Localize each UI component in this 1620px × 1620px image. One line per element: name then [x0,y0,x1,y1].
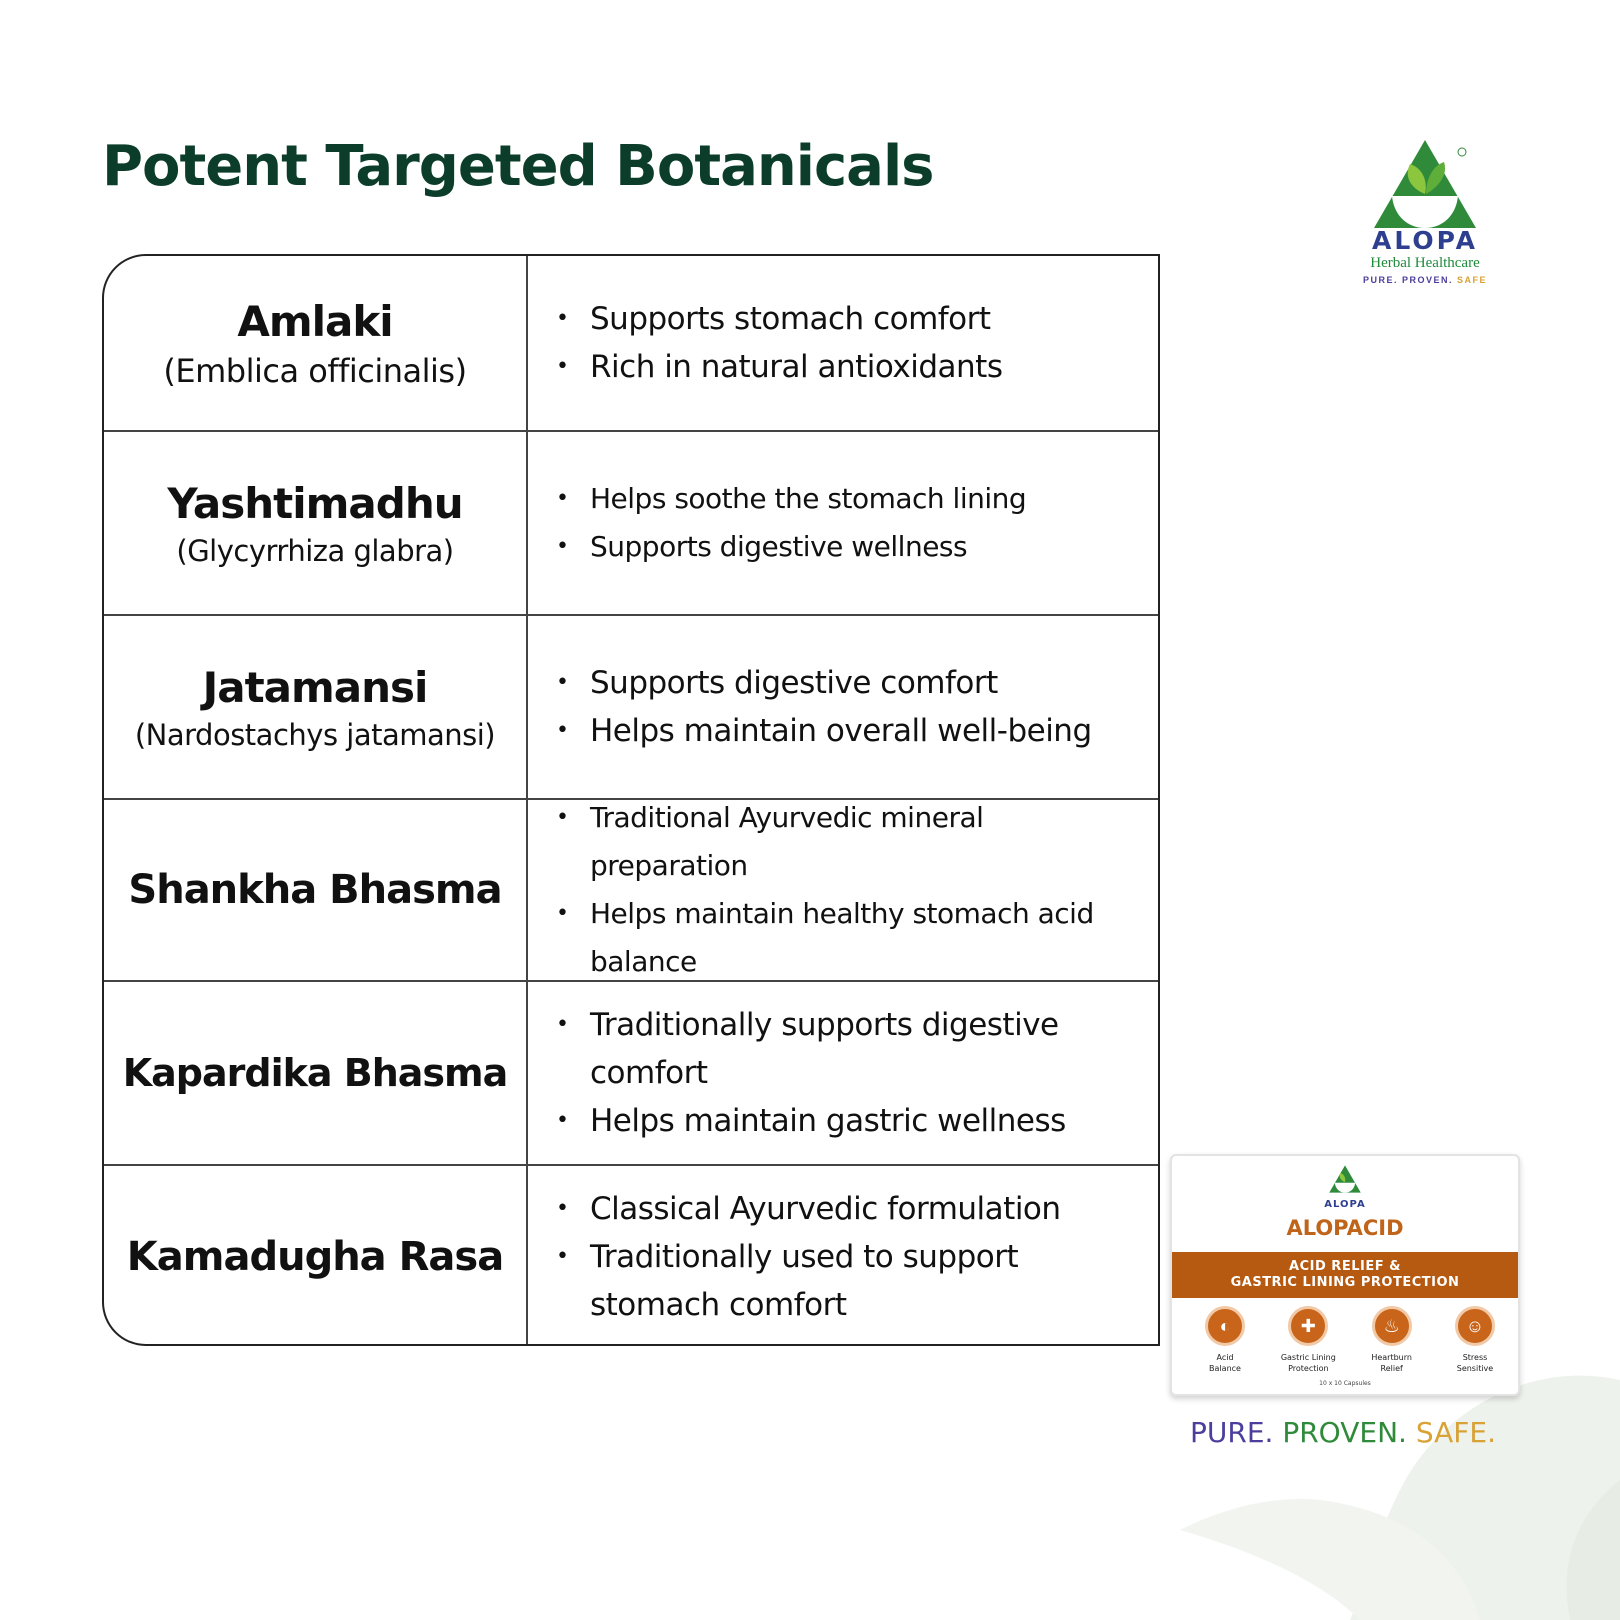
bullet-icon: • [556,534,569,559]
benefit-item: •Traditional Ayurvedic mineral preparati… [556,794,1138,890]
bullet-icon: • [556,306,569,331]
product-logo: ALOPA [1172,1164,1518,1210]
product-band: ACID RELIEF & GASTRIC LINING PROTECTION [1172,1252,1518,1298]
benefit-item: •Helps maintain healthy stomach acid bal… [556,890,1138,986]
product-brand: ALOPA [1324,1199,1366,1210]
alopa-logo-icon [1329,1165,1361,1193]
benefits-cell: •Supports digestive comfort •Helps maint… [528,616,1158,798]
benefit-item: •Traditionally used to support stomach c… [556,1233,1138,1329]
herb-name: Kapardika Bhasma [122,1051,509,1095]
herb-name: Kamadugha Rasa [126,1234,504,1280]
table-row: Amlaki (Emblica officinalis) •Supports s… [104,256,1158,432]
herb-name: Jatamansi [202,662,429,712]
benefit-item: •Helps maintain gastric wellness [556,1097,1138,1145]
bullet-icon: • [556,670,569,695]
benefits-cell: •Supports stomach comfort •Rich in natur… [528,256,1158,430]
bullet-icon: • [556,354,569,379]
brand-logo: ALOPA Herbal Healthcare PURE. PROVEN. SA… [1360,138,1490,285]
herb-name: Shankha Bhasma [128,867,502,913]
bullet-icon: • [556,486,569,511]
product-box: ALOPA ALOPACID ACID RELIEF & GASTRIC LIN… [1170,1154,1520,1396]
botanicals-table: Amlaki (Emblica officinalis) •Supports s… [102,254,1160,1346]
herb-cell: Jatamansi (Nardostachys jatamansi) [104,616,528,798]
benefit-item: •Helps maintain overall well-being [556,707,1138,755]
benefits-cell: •Traditional Ayurvedic mineral preparati… [528,800,1158,980]
table-row: Kapardika Bhasma •Traditionally supports… [104,982,1158,1166]
benefits-cell: •Classical Ayurvedic formulation •Tradit… [528,1166,1158,1344]
herb-name: Amlaki [237,296,393,346]
bullet-icon: • [556,1244,569,1269]
bullet-icon: • [556,1012,569,1037]
benefits-cell: •Helps soothe the stomach lining •Suppor… [528,432,1158,614]
flame-icon: ♨ [1371,1306,1412,1346]
benefit-item: •Helps soothe the stomach lining [556,475,1138,523]
brand-tagline: PURE. PROVEN. SAFE [1362,275,1488,285]
benefit-item: •Supports digestive wellness [556,523,1138,571]
benefits-cell: •Traditionally supports digestive comfor… [528,982,1158,1164]
benefit-item: •Supports stomach comfort [556,295,1138,343]
herb-latin-name: (Glycyrrhiza glabra) [176,533,454,568]
stomach-icon: ◐ [1205,1306,1245,1346]
bullet-icon: • [556,1196,569,1221]
benefit-item: •Rich in natural antioxidants [556,343,1138,391]
bullet-icon: • [556,901,569,926]
herb-cell: Kapardika Bhasma [104,982,528,1164]
herb-cell: Amlaki (Emblica officinalis) [104,256,528,430]
herb-cell: Shankha Bhasma [104,800,528,980]
table-row: Jatamansi (Nardostachys jatamansi) •Supp… [104,616,1158,800]
bullet-icon: • [556,805,569,830]
alopa-logo-icon [1374,140,1476,228]
herb-cell: Kamadugha Rasa [104,1166,528,1344]
benefit-item: •Traditionally supports digestive comfor… [556,1001,1138,1097]
bullet-icon: • [556,718,569,743]
herb-latin-name: (Emblica officinalis) [163,351,467,390]
page-title: Potent Targeted Botanicals [102,134,934,199]
brand-subtitle: Herbal Healthcare [1370,255,1480,271]
table-row: Kamadugha Rasa •Classical Ayurvedic form… [104,1166,1158,1344]
stomach-shield-icon: ✚ [1288,1306,1329,1346]
benefit-item: •Classical Ayurvedic formulation [556,1185,1138,1233]
herb-name: Yashtimadhu [167,478,463,528]
herb-latin-name: (Nardostachys jatamansi) [134,717,496,752]
bullet-icon: • [556,1108,569,1133]
herb-cell: Yashtimadhu (Glycyrrhiza glabra) [104,432,528,614]
leaf-background [1180,1375,1620,1620]
table-row: Yashtimadhu (Glycyrrhiza glabra) •Helps … [104,432,1158,616]
brand-name: ALOPA [1371,226,1478,255]
footer-tagline: PURE. PROVEN. SAFE. [1190,1416,1496,1449]
pack-count: 10 x 10 Capsules [1319,1380,1371,1387]
benefit-item: •Supports digestive comfort [556,659,1138,707]
product-name: ALOPACID [1286,1216,1404,1240]
table-row: Shankha Bhasma •Traditional Ayurvedic mi… [104,800,1158,982]
body-icon: ☺ [1454,1306,1495,1346]
